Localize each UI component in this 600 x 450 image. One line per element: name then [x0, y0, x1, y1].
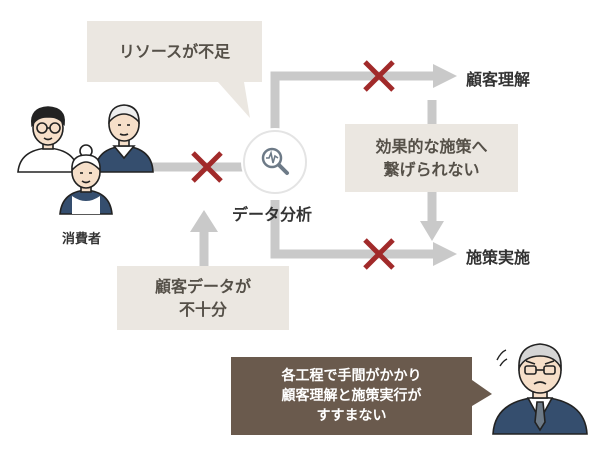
magnifier-chart-icon — [261, 147, 289, 175]
arrow-head-data-up — [190, 210, 218, 232]
bottom-speech-bubble: 各工程で手間がかかり 顧客理解と施策実行が すすまない — [231, 357, 472, 435]
bottom-bubble-pointer — [472, 380, 492, 406]
callout-resource-line-1: リソースが不足 — [118, 42, 231, 61]
callout-ineffective-measures: 効果的な施策へ 繋げられない — [345, 124, 518, 192]
consumer-man-left — [17, 106, 79, 173]
consumer-older-man — [94, 104, 154, 173]
callout-resource-pointer — [218, 82, 250, 118]
cross-mark-icon — [363, 238, 395, 270]
label-measure-implementation: 施策実施 — [466, 248, 531, 267]
arrow-head-implementation — [433, 242, 457, 266]
callout-data-line-2: 不十分 — [178, 300, 227, 319]
bubble-line-3: すすまない — [316, 408, 387, 424]
label-customer-understanding: 顧客理解 — [466, 70, 531, 89]
arrow-heads — [190, 64, 457, 266]
callout-resource-shortage: リソースが不足 — [87, 21, 262, 82]
arrow-head-measures-down — [420, 221, 444, 241]
worried-businessman-icon — [492, 343, 588, 435]
cross-mark-icon — [191, 151, 223, 183]
bubble-line-2: 顧客理解と施策実行が — [281, 388, 422, 404]
hub-node — [241, 128, 309, 196]
cross-mark-icon — [363, 60, 395, 92]
bubble-line-1: 各工程で手間がかかり — [281, 368, 422, 384]
consumers-illustration — [17, 104, 154, 215]
label-data-analysis: データ分析 — [232, 205, 313, 224]
label-consumers: 消費者 — [62, 232, 102, 247]
callout-measures-line-1: 効果的な施策へ — [375, 137, 488, 156]
consumer-woman — [59, 144, 113, 215]
callout-insufficient-data: 顧客データが 不十分 — [117, 266, 289, 330]
arrow-head-understanding — [433, 64, 457, 88]
callout-data-line-1: 顧客データが — [154, 277, 251, 296]
callout-measures-line-2: 繋げられない — [383, 160, 480, 179]
